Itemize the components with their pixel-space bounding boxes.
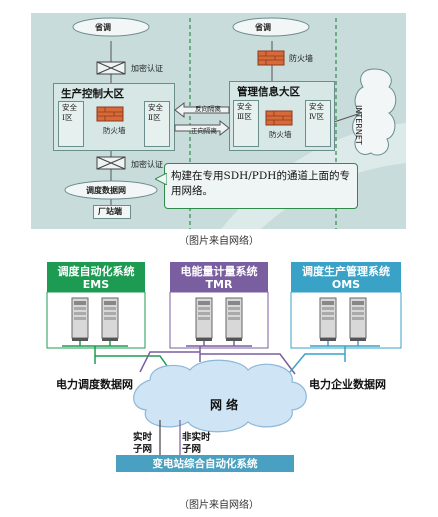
zone-iv-label: 安全Ⅳ区 [309, 102, 324, 121]
isolation-arrows [174, 101, 230, 137]
firewall-top-label: 防火墙 [289, 54, 313, 63]
firewall-icon [257, 50, 285, 66]
note-pointer [155, 173, 167, 185]
server-icon [101, 297, 119, 342]
zone-iii-label: 安全Ⅲ区 [237, 102, 252, 121]
zone-iv-box [305, 100, 331, 147]
production-zone-title: 生产控制大区 [61, 88, 124, 100]
zone-ii-label: 安全Ⅱ区 [148, 103, 163, 122]
tmr-title: 电能量计量系统 [180, 265, 258, 278]
internet-label: INTERNET [354, 105, 363, 145]
cloud-label: 网 络 [210, 398, 239, 412]
zone-iii-box [233, 100, 259, 147]
firewall-icon [265, 110, 293, 126]
zone-ii-box [144, 101, 170, 147]
firewall-mgmt-label: 防火墙 [269, 130, 292, 139]
left-network-label: 电力调度数据网 [56, 378, 133, 391]
encrypt-auth-top-label: 加密认证 [131, 64, 163, 73]
network-cloud [133, 359, 307, 433]
province-dispatch-right-label: 省调 [255, 22, 271, 32]
oms-system-box: 调度生产管理系统 OMS [291, 262, 401, 292]
server-icon [195, 297, 213, 342]
realtime-subnet-label: 实时子网 [133, 432, 153, 455]
security-zone-diagram: 省调 省调 加密认证 防火墙 生产控制大区 安全Ⅰ区 安全Ⅱ区 防火墙 管理信息… [31, 13, 406, 229]
server-icon [225, 297, 243, 342]
tmr-system-box: 电能量计量系统 TMR [170, 262, 268, 292]
zone-i-box [58, 101, 84, 147]
dispatch-network-cloud [64, 180, 158, 200]
firewall-prod-label: 防火墙 [103, 126, 126, 135]
caption-bottom: （图片来自网络） [179, 500, 259, 511]
internet-cloud [352, 68, 397, 156]
server-icon [319, 297, 337, 342]
substation-bar [116, 455, 294, 472]
network-topology [46, 292, 402, 472]
plant-node-box [93, 205, 131, 219]
province-dispatch-cloud-left [72, 17, 150, 37]
server-icon [71, 297, 89, 342]
encrypt-auth-bottom-label: 加密认证 [131, 160, 163, 169]
oms-sub: OMS [331, 278, 361, 291]
right-network-label: 电力企业数据网 [309, 378, 386, 391]
plant-node-label: 厂站端 [98, 206, 122, 216]
reverse-isolation-label: 反向隔离 [195, 105, 221, 113]
ems-title: 调度自动化系统 [57, 265, 135, 278]
note-text: 构建在专用SDH/PDH的通道上面的专用网络。 [171, 170, 350, 197]
province-dispatch-cloud-right [232, 17, 310, 37]
caption-top: （图片来自网络） [179, 236, 259, 247]
province-dispatch-left-label: 省调 [95, 22, 111, 32]
oms-title: 调度生产管理系统 [302, 265, 390, 278]
firewall-icon [96, 106, 124, 122]
tmr-sub: TMR [205, 278, 233, 291]
forward-isolation-label: 正向隔离 [191, 127, 217, 135]
substation-label: 变电站综合自动化系统 [152, 458, 258, 470]
zone-i-label: 安全Ⅰ区 [62, 103, 77, 122]
encryption-device-icon [96, 156, 126, 170]
ems-system-box: 调度自动化系统 EMS [47, 262, 145, 292]
dispatch-network-label: 调度数据网 [86, 185, 126, 195]
management-zone-title: 管理信息大区 [237, 86, 300, 98]
server-icon [349, 297, 367, 342]
ems-sub: EMS [82, 278, 110, 291]
encryption-device-icon [96, 61, 126, 75]
note-box [164, 163, 358, 209]
nonrealtime-subnet-label: 非实时子网 [182, 432, 211, 455]
